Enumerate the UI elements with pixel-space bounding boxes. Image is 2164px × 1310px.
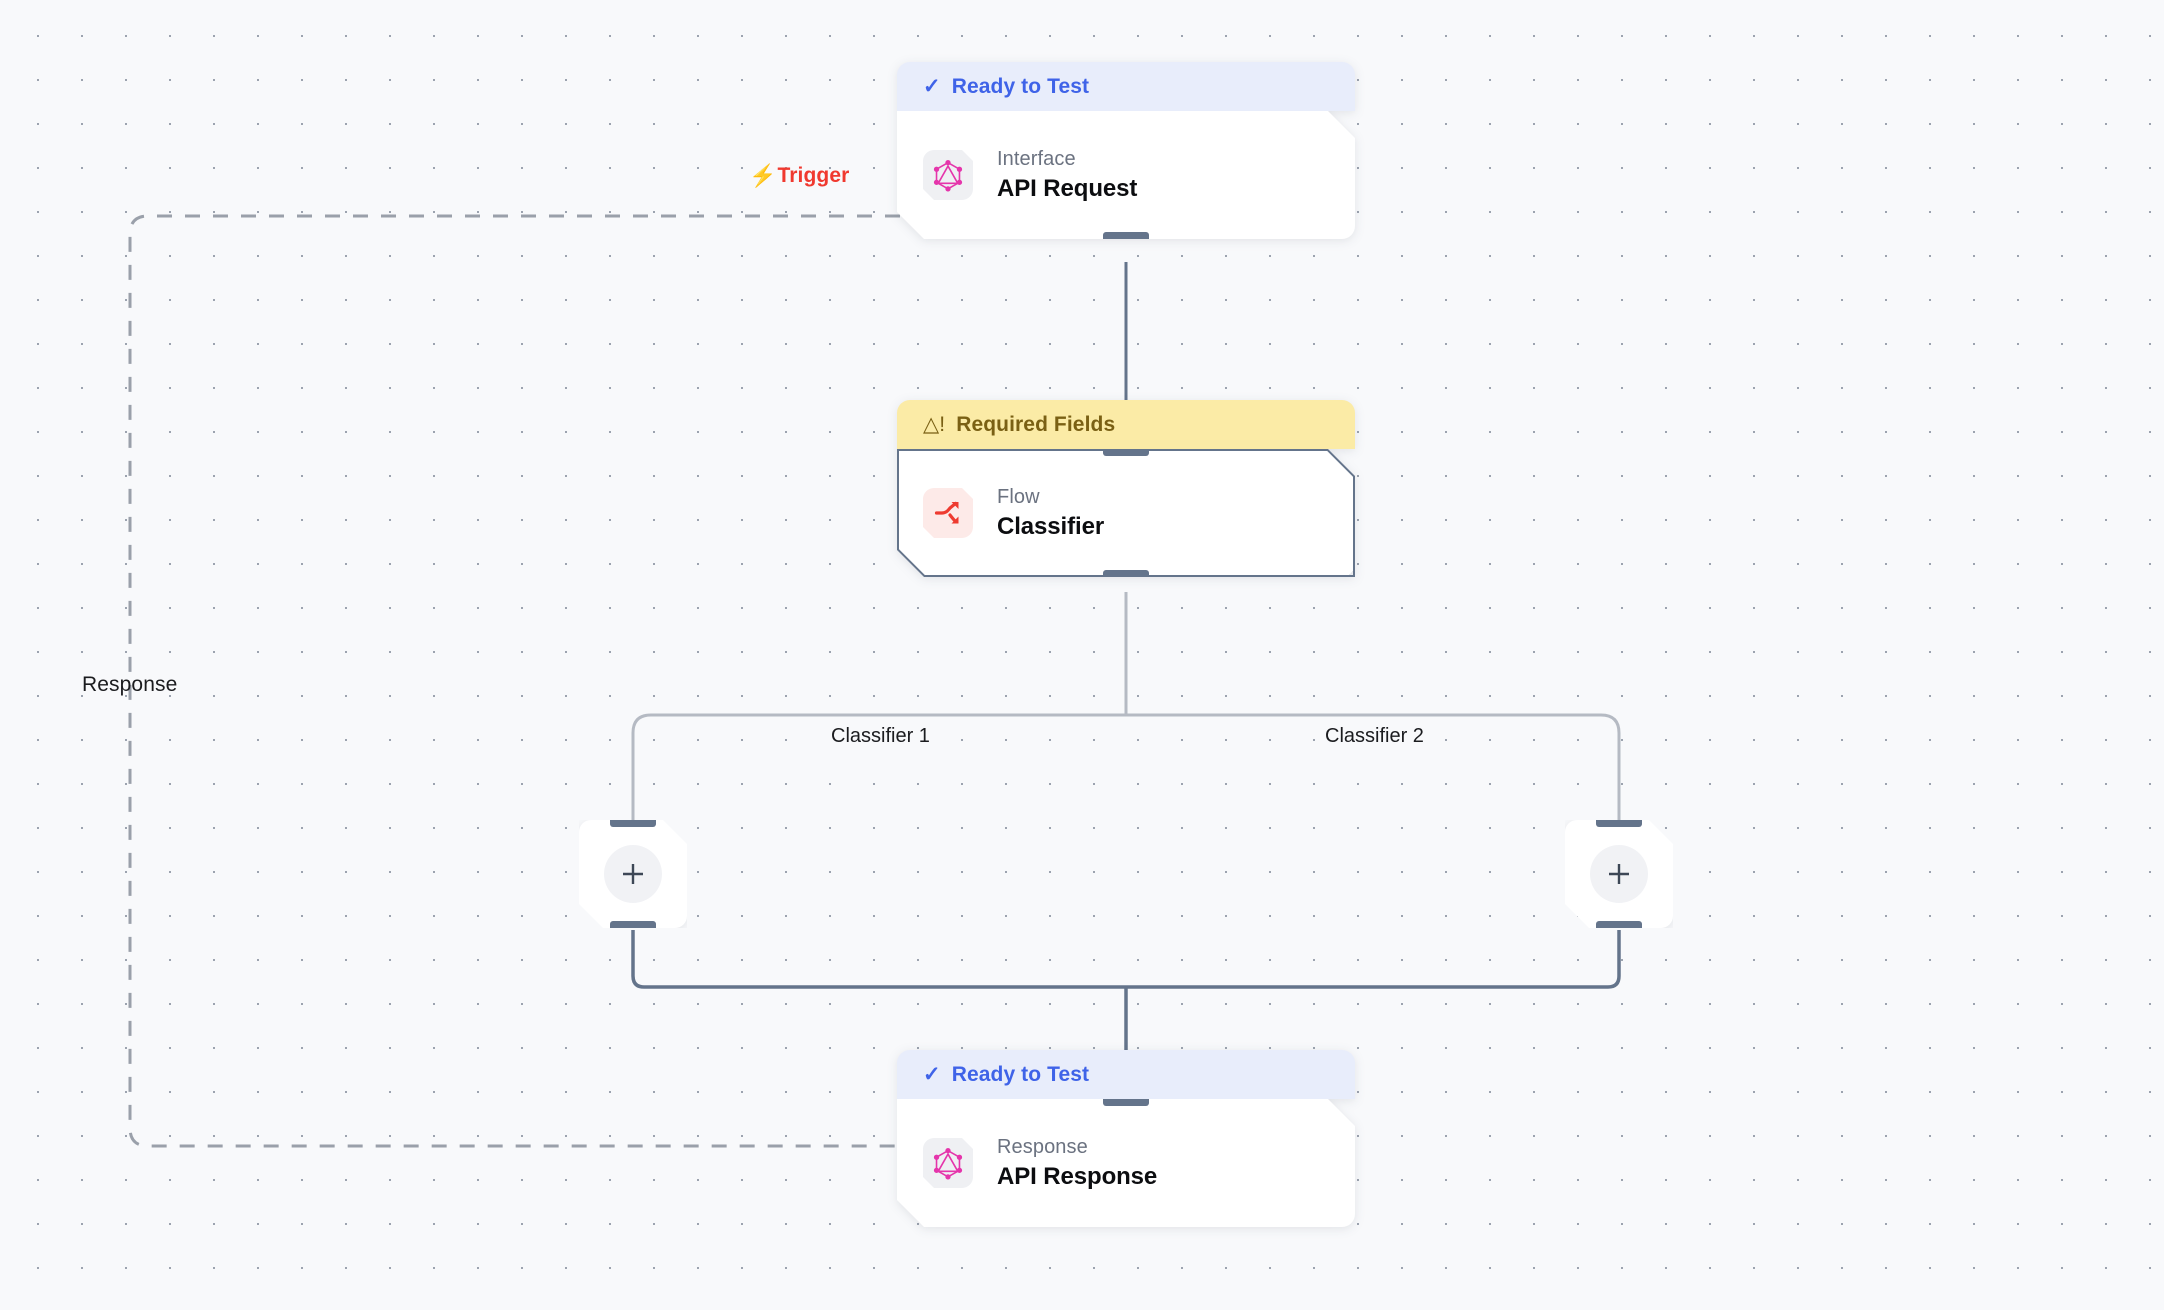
edge-response-loop <box>128 214 900 1148</box>
node-title: Classifier <box>997 512 1105 540</box>
branch-label-classifier-1: Classifier 1 <box>821 723 940 750</box>
add-step-wrapper-2 <box>1565 820 1673 928</box>
trigger-label: ⚡ Trigger <box>749 164 849 188</box>
node-api-request[interactable]: ✓ Ready to Test <box>897 62 1355 239</box>
node-status-badge: ✓ Ready to Test <box>897 62 1355 111</box>
branch-label-classifier-2: Classifier 2 <box>1315 723 1434 750</box>
node-classifier[interactable]: △! Required Fields Flow Classifier <box>897 400 1355 577</box>
selected-outline <box>895 447 1357 579</box>
add-step-branch-2[interactable] <box>1565 820 1673 928</box>
lightning-bolt-icon: ⚡ <box>749 163 777 188</box>
plus-icon[interactable] <box>1590 845 1648 903</box>
check-icon: ✓ <box>923 1063 941 1086</box>
trigger-label-text: Trigger <box>777 164 850 187</box>
add-step-branch-1[interactable] <box>579 820 687 928</box>
node-kind: Interface <box>997 147 1076 170</box>
node-status-text: Required Fields <box>956 412 1116 436</box>
node-title: API Response <box>997 1162 1158 1190</box>
node-status-badge: △! Required Fields <box>897 400 1355 449</box>
plus-icon[interactable] <box>604 845 662 903</box>
node-status-text: Ready to Test <box>951 1062 1090 1086</box>
add-step-output-handle[interactable] <box>610 921 656 936</box>
node-body[interactable]: Interface API Request <box>897 111 1355 239</box>
node-text: Response API Response <box>997 1136 1157 1191</box>
add-step-output-handle[interactable] <box>1596 921 1642 936</box>
node-text: Flow Classifier <box>997 486 1104 541</box>
node-kind: Flow <box>997 485 1040 508</box>
node-api-response[interactable]: ✓ Ready to Test <box>897 1050 1355 1227</box>
add-step-input-handle[interactable] <box>1596 812 1642 827</box>
response-label: Response <box>82 673 178 696</box>
add-step-wrapper-1 <box>579 820 687 928</box>
node-status-badge: ✓ Ready to Test <box>897 1050 1355 1099</box>
node-body[interactable]: Flow Classifier <box>897 449 1355 577</box>
warning-triangle-icon: △! <box>923 413 946 436</box>
graphql-icon <box>923 1138 973 1188</box>
node-output-handle[interactable] <box>1103 570 1149 585</box>
split-arrows-icon <box>923 488 973 538</box>
node-text: Interface API Request <box>997 148 1137 203</box>
node-kind: Response <box>997 1135 1088 1158</box>
check-icon: ✓ <box>923 75 941 98</box>
node-body[interactable]: Response API Response <box>897 1099 1355 1227</box>
edge-merge-left <box>631 930 1126 989</box>
node-title: API Request <box>997 174 1138 202</box>
node-output-handle[interactable] <box>1103 232 1149 247</box>
node-status-text: Ready to Test <box>951 74 1090 98</box>
add-step-input-handle[interactable] <box>610 812 656 827</box>
graphql-icon <box>923 150 973 200</box>
edge-merge-right <box>1126 930 1621 989</box>
